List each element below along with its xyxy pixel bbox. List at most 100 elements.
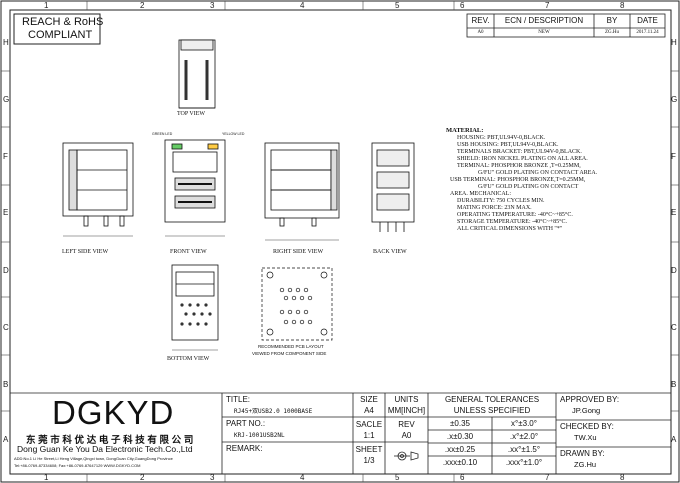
material-line: HOUSING: PBT,UL94V-0,BLACK.: [457, 135, 546, 141]
tolerance-angle: .xx°±1.5°: [507, 445, 541, 454]
zone-row-f-right: F: [671, 152, 676, 161]
rev-header-ecn: ECN / DESCRIPTION: [504, 16, 584, 25]
zone-col-5-top: 5: [395, 1, 400, 10]
zone-row-e-right: E: [671, 208, 677, 217]
zone-row-c-left: C: [3, 323, 9, 332]
tolerance-linear: .xxx±0.10: [442, 458, 478, 467]
company-name-en: Dong Guan Ke You Da Electronic Tech.Co.,…: [17, 444, 193, 454]
sheet-label: SHEET: [355, 445, 383, 454]
zone-row-b-left: B: [3, 380, 9, 389]
label-front-view: FRONT VIEW: [170, 249, 207, 255]
zone-col-4-top: 4: [300, 1, 305, 10]
zone-col-7-top: 7: [545, 1, 550, 10]
back-view-drawing: [371, 142, 415, 232]
label-top-view: TOP VIEW: [177, 111, 206, 117]
rev-header-by: BY: [606, 16, 618, 25]
right-side-view-drawing: [264, 142, 340, 241]
drawn-by-value: ZG.Hu: [574, 460, 597, 469]
label-back-view: BACK VIEW: [373, 249, 407, 255]
company-address: ADD:No.1 Li He Street,Li Heng Village,Qi…: [14, 456, 173, 461]
company-contact: Tel:+86-0769-87334608; Fax:+86-0769-8764…: [14, 463, 141, 468]
compliance-line-1: REACH & RoHS: [22, 16, 104, 28]
material-line: USB TERMINAL: PHOSPHOR BRONZE,T=0.25MM,: [450, 177, 586, 183]
rev-row-date: 2017.11.24: [636, 30, 659, 35]
rev-value: A0: [401, 431, 412, 440]
approved-by-value: JP.Gong: [572, 406, 601, 415]
units-label: UNITS: [394, 395, 419, 404]
rev-row-rev: A0: [477, 30, 484, 35]
size-label: SIZE: [360, 395, 378, 404]
zone-col-8-top: 8: [620, 1, 625, 10]
zone-row-h-left: H: [3, 38, 9, 47]
label-pcb-layout-1: RECOMMENDED PCB LAYOUT: [258, 344, 324, 349]
top-view-drawing: [178, 39, 216, 109]
sheet-value: 1/3: [363, 456, 375, 465]
label-yellow-led: YELLOW LED: [222, 132, 245, 136]
scale-label: SACLE: [355, 420, 383, 429]
projection-symbol-icon: [394, 451, 419, 461]
material-line: TERMINAL: PHOSPHOR BRONZE ,T=0.25MM,: [457, 163, 581, 169]
part-no-label: PART NO.:: [226, 419, 266, 428]
zone-col-3-bottom: 3: [210, 473, 215, 482]
revision-table: [466, 13, 666, 38]
zone-col-4-bottom: 4: [300, 473, 305, 482]
units-value: MM[INCH]: [387, 406, 426, 415]
rev-header-date: DATE: [637, 16, 658, 25]
tolerance-angle: x°±3.0°: [511, 419, 537, 428]
zone-row-a-left: A: [3, 435, 9, 444]
zone-col-1-top: 1: [44, 1, 49, 10]
zone-row-d-left: D: [3, 266, 9, 275]
rev-row-by: ZG.Hu: [604, 30, 620, 35]
zone-col-6-bottom: 6: [460, 473, 465, 482]
tolerance-linear: ±0.35: [450, 419, 470, 428]
bottom-view-drawing: [171, 264, 219, 351]
mechanical-line: MATING FORCE: 23N MAX.: [457, 205, 532, 211]
size-value: A4: [364, 406, 374, 415]
drawn-by-label: DRAWN BY:: [560, 449, 605, 458]
material-line: SHIELD: IRON NICKEL PLATING ON ALL AREA.: [457, 156, 588, 162]
approved-by-label: APPROVED BY:: [560, 395, 620, 404]
title-block-grid: [10, 392, 671, 474]
label-left-side-view: LEFT SIDE VIEW: [62, 249, 109, 255]
zone-col-2-bottom: 2: [140, 473, 145, 482]
material-line: TERMINALS BRACKET: PBT,UL94V-0,BLACK.: [457, 149, 582, 155]
title-label: TITLE:: [226, 395, 251, 404]
compliance-line-2: COMPLIANT: [28, 29, 93, 41]
zone-col-2-top: 2: [140, 1, 145, 10]
checked-by-label: CHECKED BY:: [560, 422, 614, 431]
zone-col-3-top: 3: [210, 1, 215, 10]
tolerance-linear: .x±0.30: [446, 432, 474, 441]
material-line: USB HOUSING: PBT,UL94V-0,BLACK.: [457, 142, 559, 148]
zone-row-c-right: C: [671, 323, 677, 332]
label-bottom-view: BOTTOM VIEW: [167, 356, 210, 362]
zone-row-f-left: F: [3, 152, 8, 161]
mechanical-title: AREA. MECHANICAL:: [450, 191, 511, 197]
rev-row-ecn: NEW: [538, 30, 550, 35]
part-no-value: KRJ-1001USB2NL: [234, 432, 285, 439]
tolerance-angle: .xxx°±1.0°: [505, 458, 543, 467]
mechanical-line: STORAGE TEMPERATURE: -40°C~+85°C.: [457, 219, 568, 225]
zone-row-a-right: A: [671, 435, 677, 444]
tolerance-angle: .x°±2.0°: [509, 432, 539, 441]
zone-row-b-right: B: [671, 380, 677, 389]
mechanical-line: OPERATING TEMPERATURE: -40°C~+85°C.: [457, 212, 573, 218]
zone-col-7-bottom: 7: [545, 473, 550, 482]
material-title: MATERIAL:: [446, 127, 484, 134]
mechanical-line: ALL CRITICAL DIMENSIONS WITH "*": [457, 226, 563, 232]
rev-header-rev: REV.: [471, 16, 490, 25]
zone-col-1-bottom: 1: [44, 473, 49, 482]
title-value: RJ45+双USB2.0 1000BASE: [234, 408, 313, 415]
mechanical-line: DURABILITY: 750 CYCLES MIN.: [457, 198, 545, 204]
pcb-layout-drawing: [261, 267, 333, 341]
tolerance-title-2: UNLESS SPECIFIED: [453, 406, 531, 415]
company-logo: DGKYD: [52, 394, 175, 431]
tolerance-title-1: GENERAL TOLERANCES: [444, 395, 540, 404]
checked-by-value: TW.Xu: [574, 433, 597, 442]
company-name-cn: 东 莞 市 科 优 达 电 子 科 技 有 限 公 司: [26, 435, 194, 446]
zone-col-5-bottom: 5: [395, 473, 400, 482]
material-line: G/FU" GOLD PLATING ON CONTACT AREA.: [478, 170, 598, 176]
scale-value: 1:1: [363, 431, 375, 440]
